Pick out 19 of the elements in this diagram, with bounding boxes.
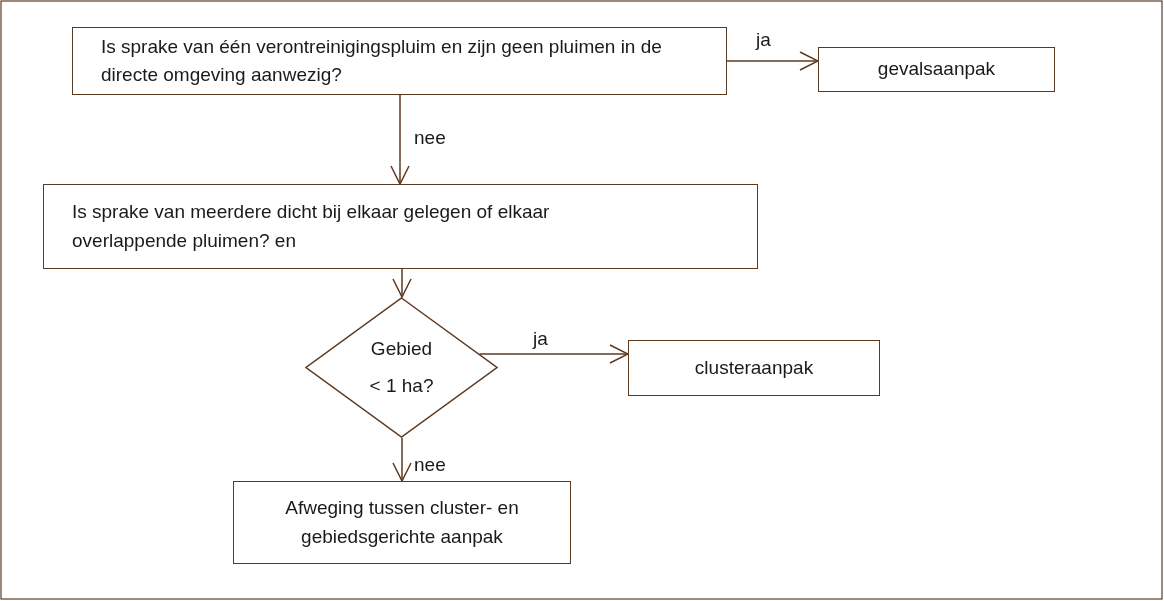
arrow (726, 51, 819, 71)
arrow (392, 268, 412, 298)
node-text: Gebied < 1 ha? (368, 337, 435, 398)
node-text: Afweging tussen cluster- en gebiedsgerichte aanpak (284, 496, 520, 549)
process-box (72, 27, 727, 95)
node-text: clusteraanpak (694, 355, 814, 380)
node-text: gevalsaanpak (877, 57, 996, 82)
decision-diamond (305, 297, 498, 438)
arrow (478, 344, 629, 364)
node-text: Is sprake van één verontreinigingspluim en zijn geen pluimen in de directe omgeving aanwezig? (101, 34, 663, 87)
edge-label: ja (754, 30, 773, 51)
arrow (392, 437, 412, 482)
process-box (818, 47, 1055, 92)
process-box (233, 481, 571, 564)
edge-label: ja (531, 329, 550, 350)
node-text: Is sprake van meerdere dicht bij elkaar gelegen of elkaar overlappende pluimen? en (72, 200, 551, 253)
process-box (43, 184, 758, 269)
process-box (628, 340, 880, 396)
arrow (390, 94, 410, 185)
